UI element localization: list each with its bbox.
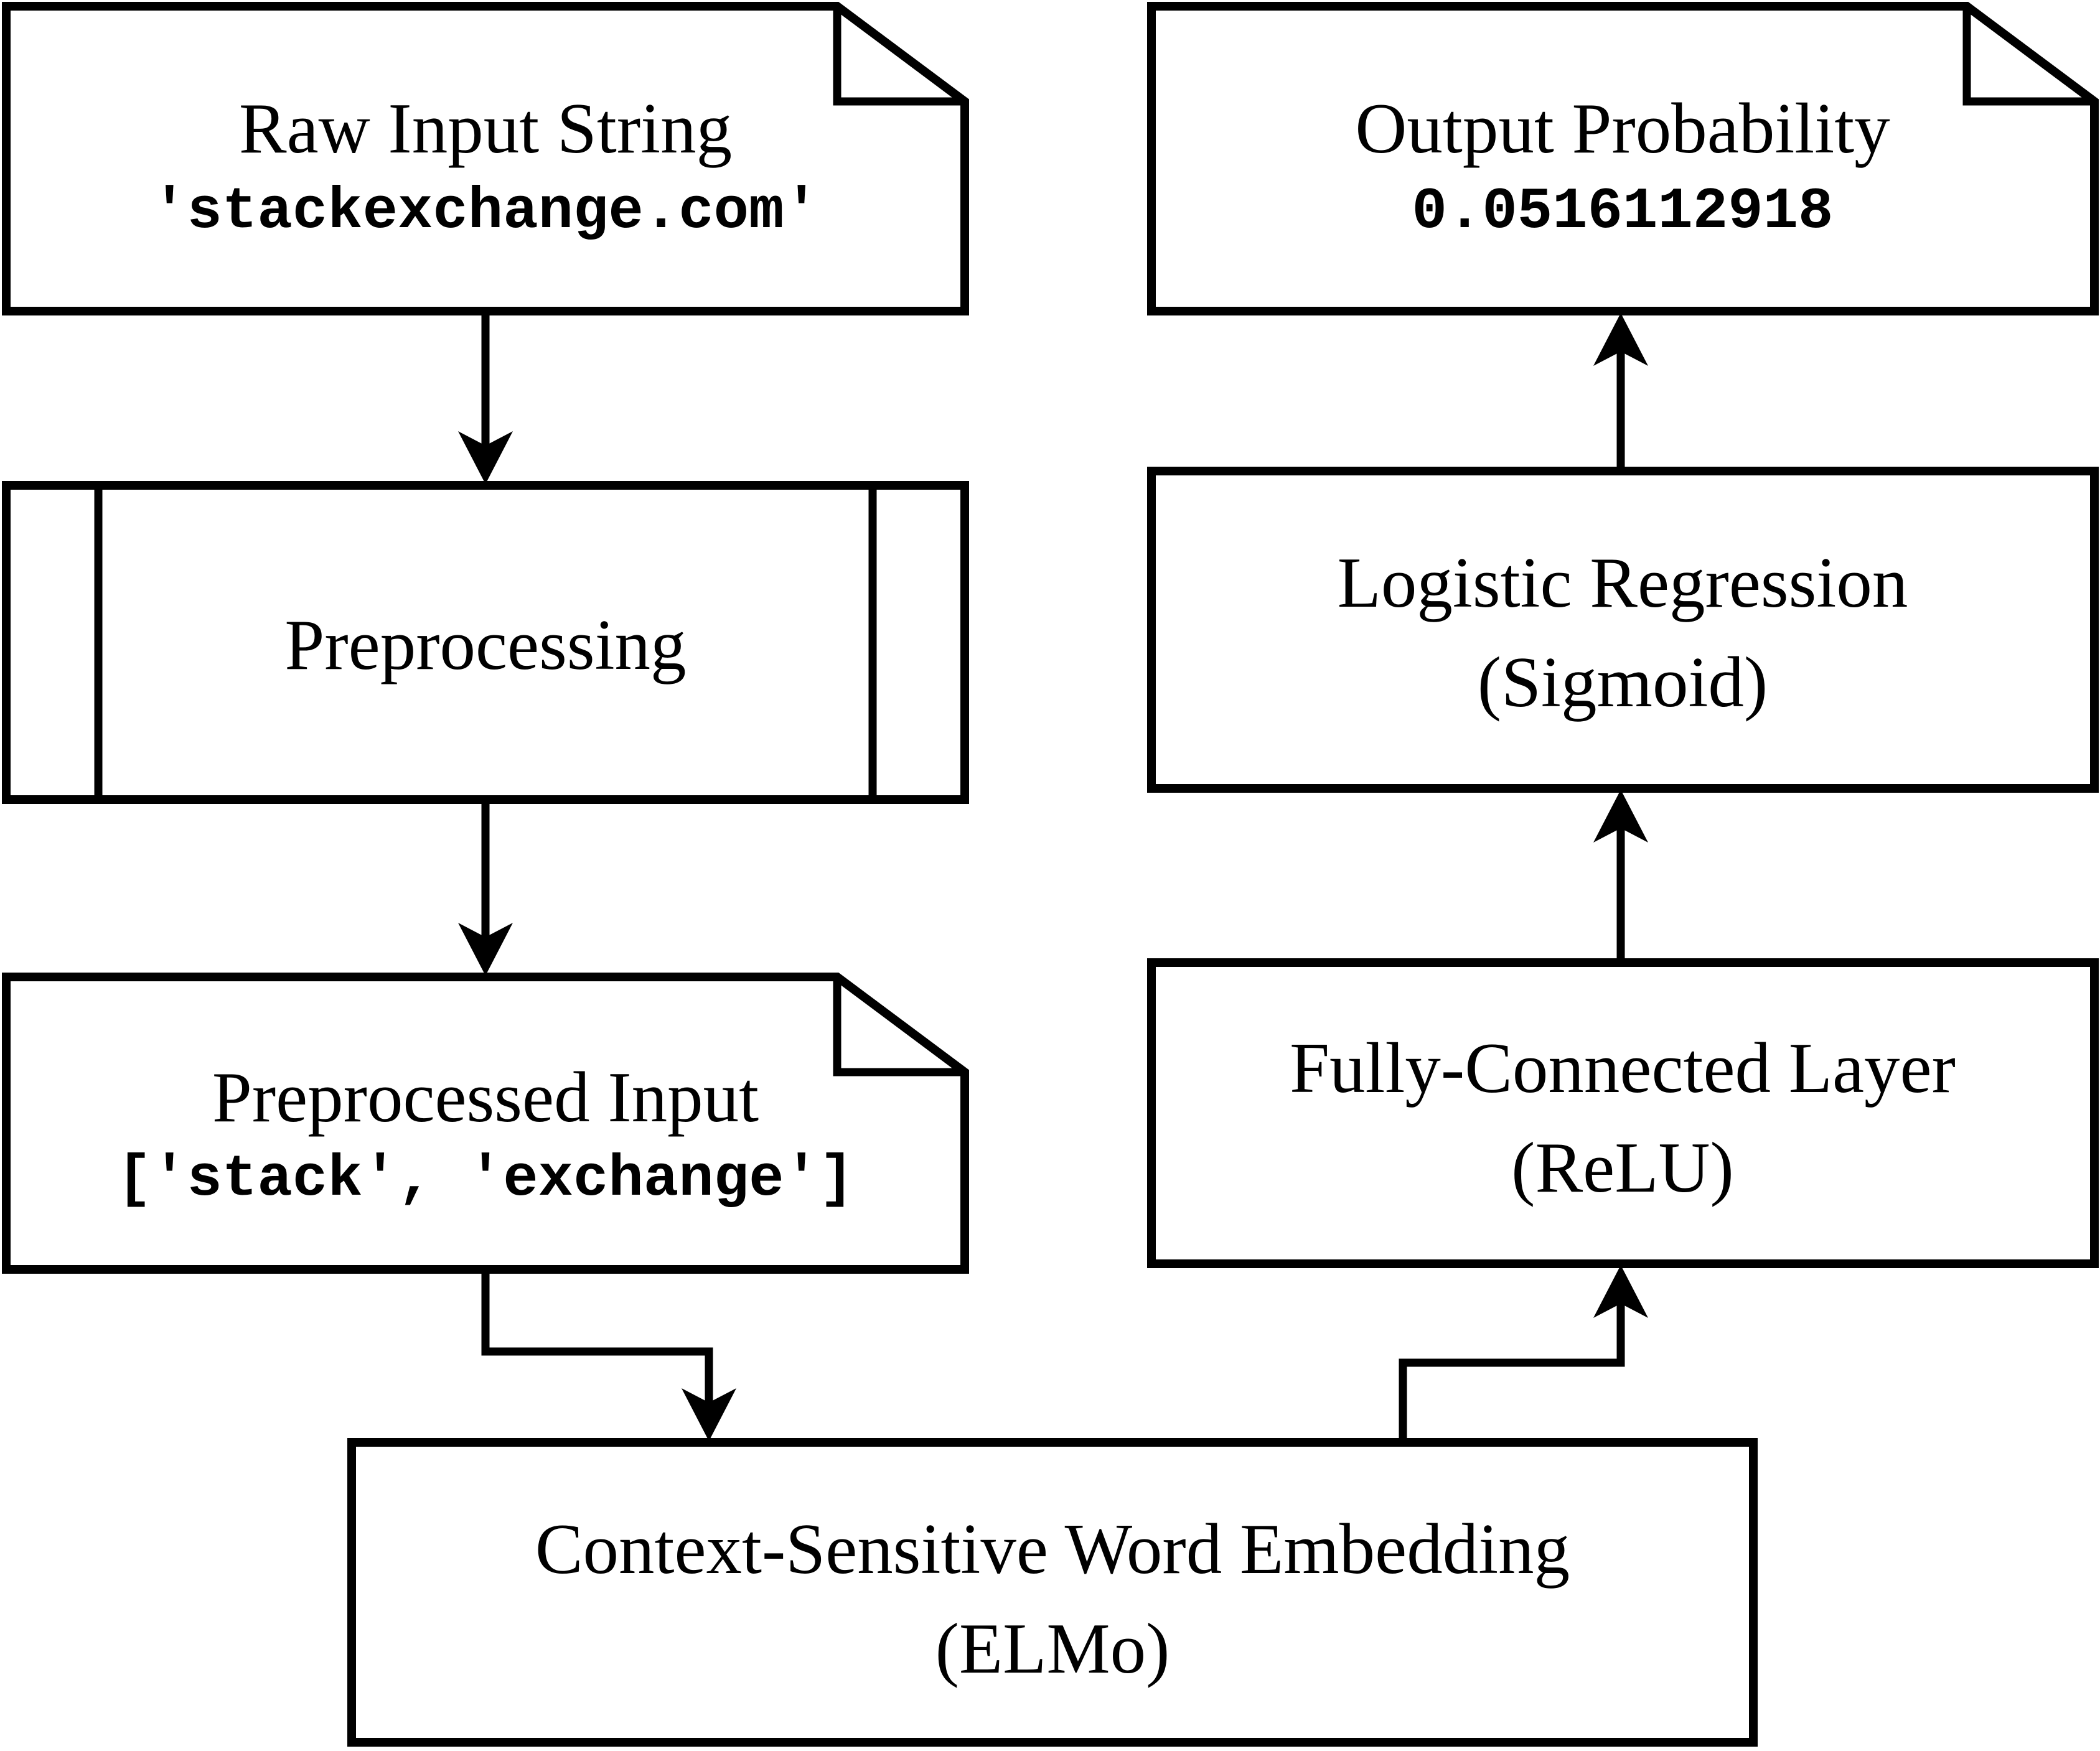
node-subtitle: (Sigmoid) xyxy=(1478,643,1768,722)
arrowhead-up-icon xyxy=(1593,313,1648,366)
rectangle-shape xyxy=(1147,958,2099,1268)
node-title: Fully-Connected Layer xyxy=(1290,1029,1956,1108)
node-subtitle: (ReLU) xyxy=(1511,1128,1734,1207)
arrow-fully-connected-to-logistic-regression xyxy=(1593,790,1648,963)
arrowhead-down-icon xyxy=(682,1388,736,1441)
arrow-logistic-regression-to-output-probability xyxy=(1593,313,1648,471)
node-logistic-regression: Logistic Regression (Sigmoid) xyxy=(1147,467,2099,793)
arrowhead-up-icon xyxy=(1593,790,1648,843)
arrow-preprocessed-input-to-embedding xyxy=(481,1269,736,1441)
subroutine-side-lines xyxy=(94,485,877,800)
node-title: Raw Input String xyxy=(239,89,732,168)
node-title: Output Probability xyxy=(1355,89,1890,168)
folded-corner-icon xyxy=(833,977,965,1076)
node-title: Preprocessing xyxy=(284,605,686,684)
arrow-raw-input-to-preprocessing xyxy=(458,311,513,484)
rectangle-shape xyxy=(347,1438,1758,1747)
node-raw-input-string: Raw Input String 'stackexchange.com' xyxy=(2,2,969,315)
node-value: 'stackexchange.com' xyxy=(152,179,819,245)
arrowhead-down-icon xyxy=(458,923,513,976)
node-title: Logistic Regression xyxy=(1338,543,1908,622)
arrow-preprocessing-to-preprocessed-input xyxy=(458,800,513,976)
note-shape xyxy=(2,2,969,315)
note-shape xyxy=(1147,2,2099,315)
rectangle-shape xyxy=(1147,467,2099,793)
folded-corner-icon xyxy=(1962,6,2094,106)
node-title: Context-Sensitive Word Embedding xyxy=(535,1510,1570,1589)
folded-corner-icon xyxy=(833,6,965,106)
node-preprocessed-input: Preprocessed Input ['stack', 'exchange'] xyxy=(2,973,969,1274)
node-output-probability: Output Probability 0.0516112918 xyxy=(1147,2,2099,315)
arrow-embedding-to-fully-connected xyxy=(1399,1265,1648,1442)
node-title: Preprocessed Input xyxy=(212,1058,759,1137)
arrow-shaft xyxy=(1399,1304,1625,1442)
node-fully-connected-layer: Fully-Connected Layer (ReLU) xyxy=(1147,958,2099,1268)
arrowhead-down-icon xyxy=(458,431,513,484)
subroutine-shape xyxy=(2,481,969,804)
arrowhead-up-icon xyxy=(1593,1265,1648,1318)
node-preprocessing: Preprocessing xyxy=(2,481,969,804)
arrow-shaft xyxy=(481,1269,713,1403)
note-shape xyxy=(2,973,969,1274)
node-subtitle: (ELMo) xyxy=(935,1609,1170,1688)
node-value: ['stack', 'exchange'] xyxy=(117,1147,855,1213)
node-value: 0.0516112918 xyxy=(1412,179,1834,245)
node-embedding: Context-Sensitive Word Embedding (ELMo) xyxy=(347,1438,1758,1747)
